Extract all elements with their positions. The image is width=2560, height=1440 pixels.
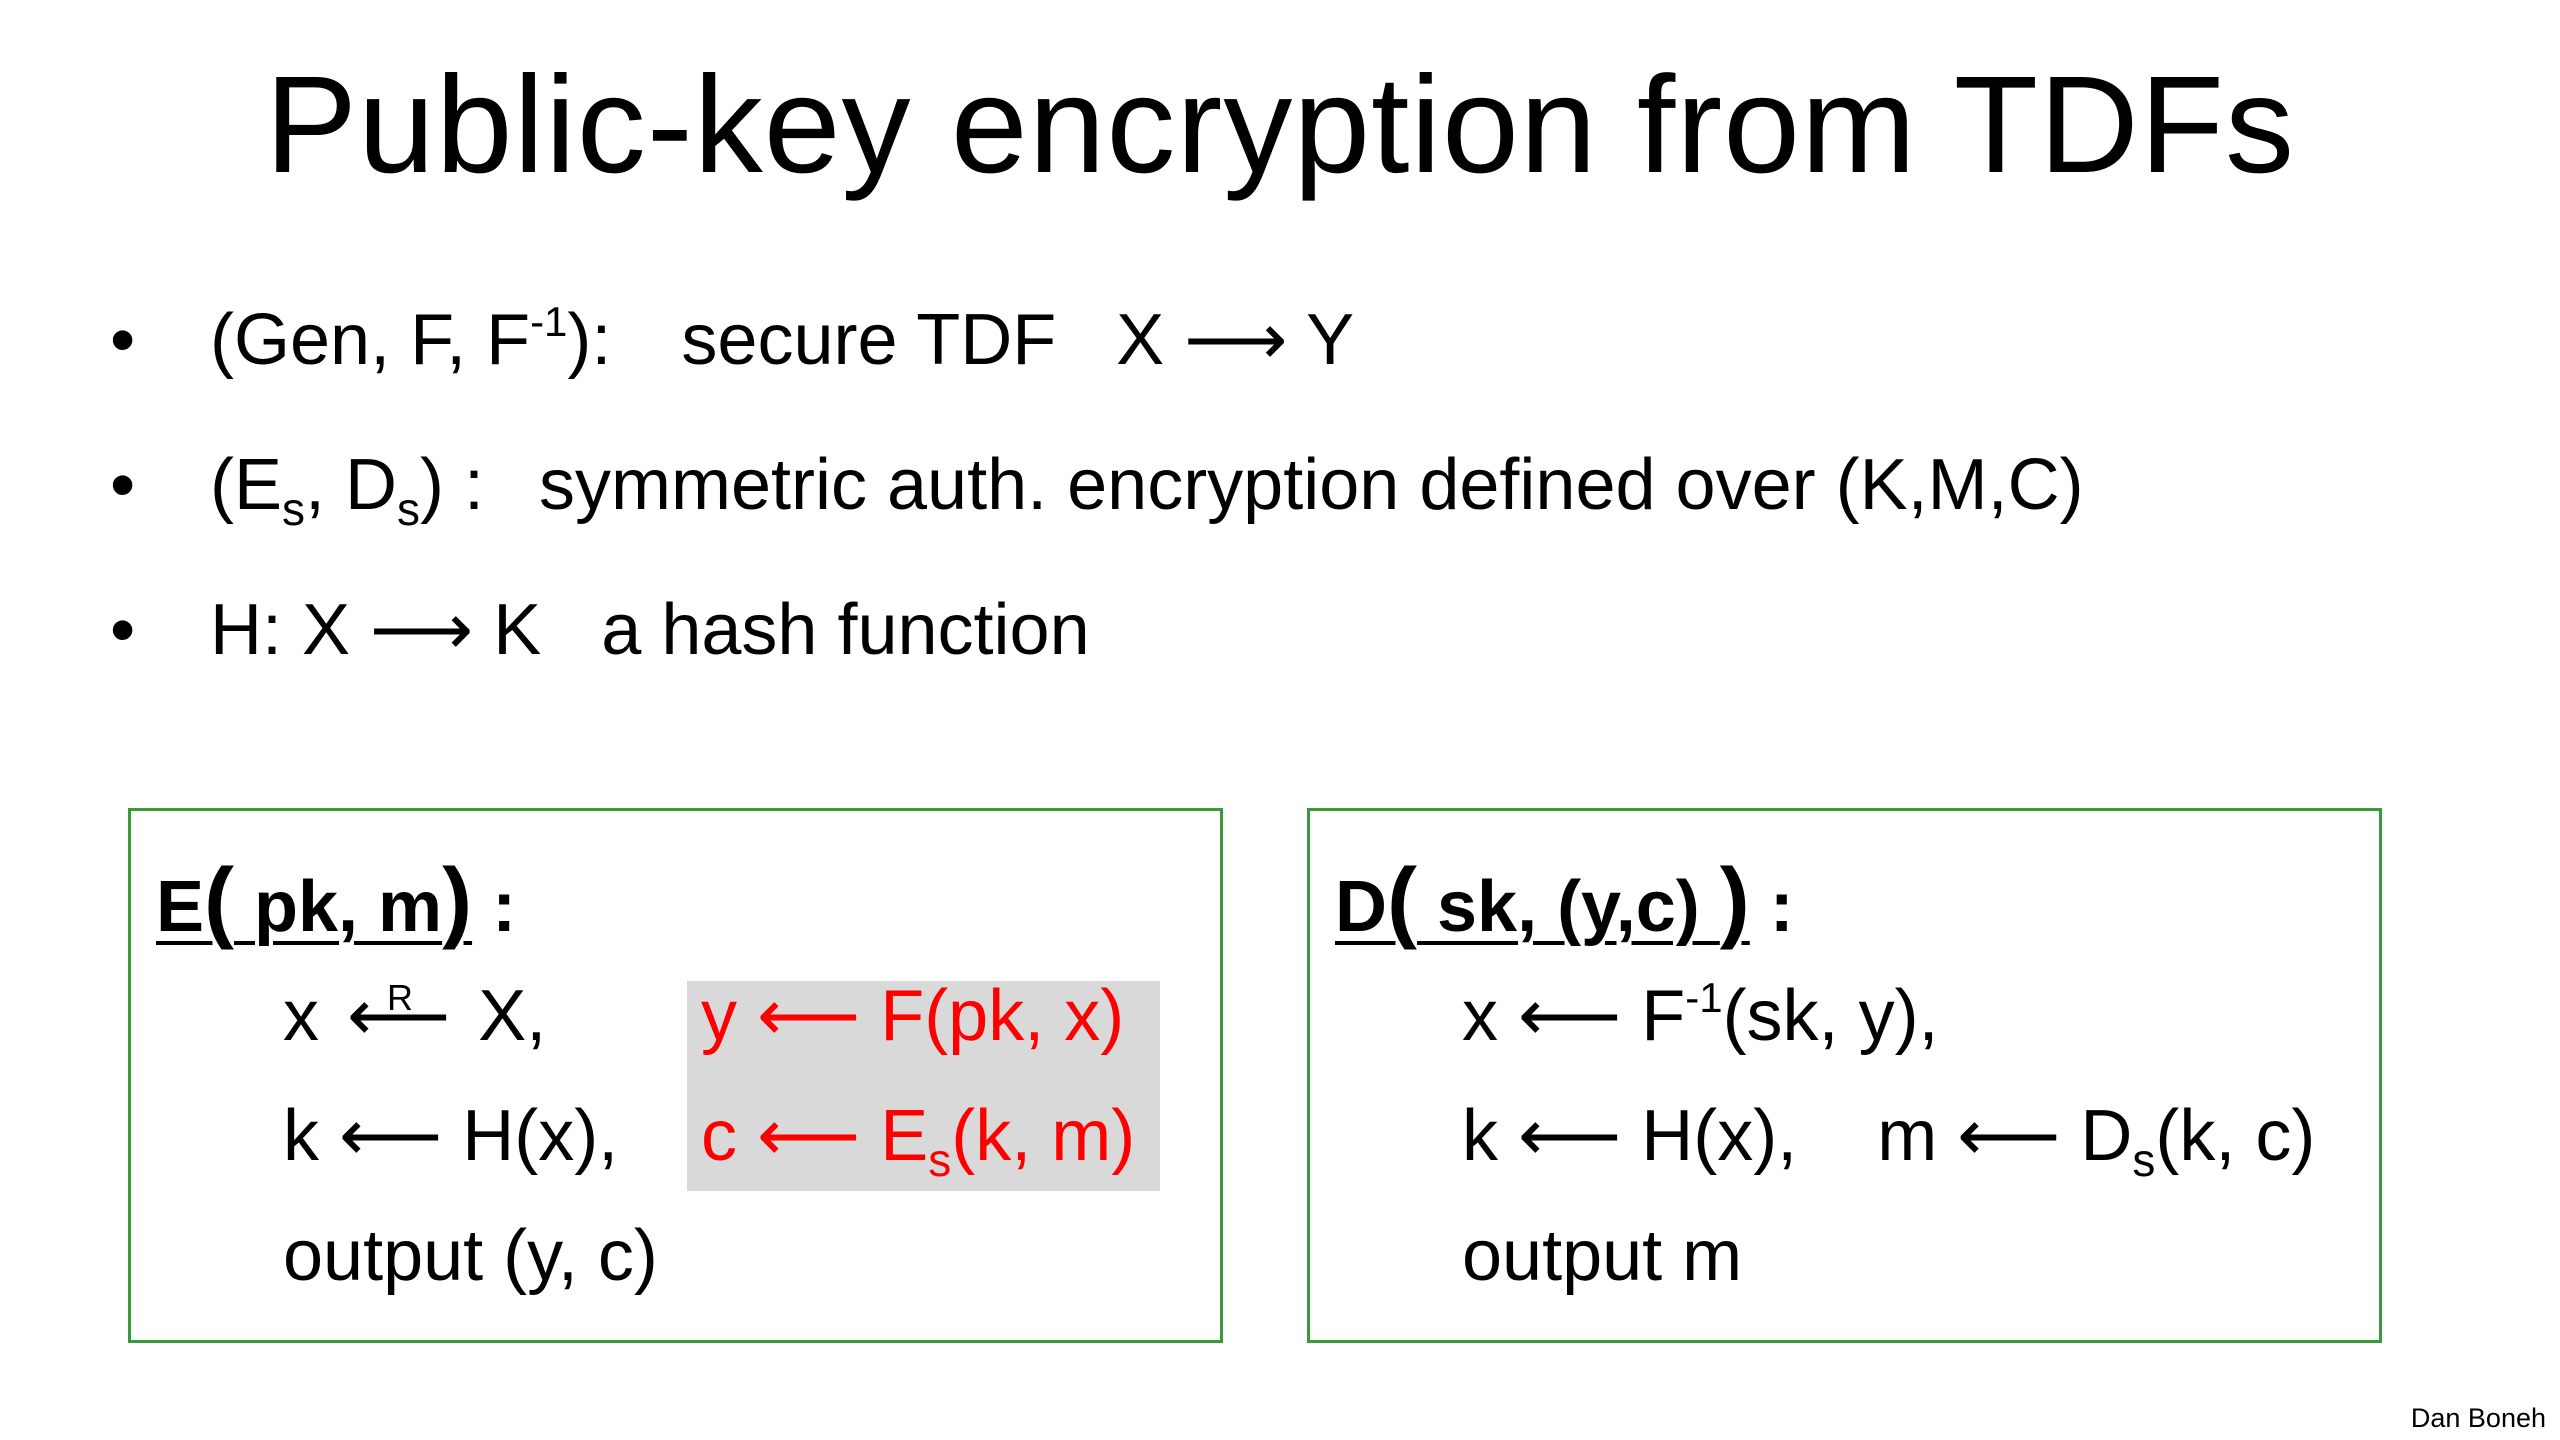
encrypt-line-sample: x ⟵R X, <box>283 966 546 1066</box>
bullet-tdf: • (Gen, F, F-1): secure TDF X ⟶ Y <box>110 290 1354 390</box>
encrypt-line-output: output (y, c) <box>283 1216 658 1296</box>
decrypt-title-paren: ( <box>1387 851 1417 951</box>
decrypt-title-name: D <box>1335 867 1387 947</box>
slide-title: Public-key encryption from TDFs <box>264 48 2296 202</box>
encrypt-sample-set: X, <box>458 976 547 1056</box>
bullet-hash-desc: a hash function <box>601 590 1090 670</box>
decrypt-box: D( sk, (y,c) ) : x ⟵ F-1(sk, y), k ⟵ H(x… <box>1307 808 2382 1343</box>
bullet-symmetric: •(Es, Ds) :symmetric auth. encryption de… <box>110 435 2084 535</box>
bullet-tdf-formula: X ⟶ Y <box>1116 300 1355 380</box>
decrypt-symdec-args: (k, c) <box>2155 1096 2316 1176</box>
decrypt-title-colon: : <box>1749 867 1794 947</box>
symenc-lead: c ⟵ E <box>701 1096 929 1176</box>
encrypt-line-hash: k ⟵ H(x), <box>283 1096 619 1176</box>
random-label: R <box>387 977 414 1018</box>
bullet-sym-part: ) : <box>420 445 484 525</box>
bullet-marker: • <box>110 300 136 380</box>
encrypt-sample-var: x <box>283 976 340 1056</box>
author-credit: Dan Boneh <box>2410 1403 2546 1433</box>
decrypt-title-args: sk, (y,c) <box>1416 867 1720 947</box>
decrypt-line-output: output m <box>1462 1216 1743 1296</box>
invert-args: (sk, y), <box>1722 976 1939 1056</box>
bullet-tdf-lead: (Gen, F, F <box>210 300 531 380</box>
invert-lead: x ⟵ F <box>1462 976 1686 1056</box>
decrypt-line-invert: x ⟵ F-1(sk, y), <box>1462 966 1939 1066</box>
random-sample-arrow: ⟵R <box>347 966 450 1066</box>
bullet-hash-formula: H: X ⟶ K <box>210 590 542 670</box>
decrypt-title-paren: ) <box>1719 851 1750 951</box>
bullet-sym-part: (E <box>210 445 282 525</box>
encrypt-title-paren: ( <box>204 851 235 951</box>
decrypt-hash: k ⟵ H(x), <box>1462 1096 1798 1176</box>
decrypt-symdec-sub: s <box>2132 1134 2156 1186</box>
encrypt-line-symenc: c ⟵ Es(k, m) <box>701 1086 1135 1186</box>
encrypt-title-name: E <box>156 867 205 947</box>
symenc-args: (k, m) <box>951 1096 1136 1176</box>
decrypt-line-hash: k ⟵ H(x), m ⟵ Ds(k, c) <box>1462 1086 2315 1186</box>
bullet-sym-desc: symmetric auth. encryption defined over … <box>539 445 2084 525</box>
encrypt-box: E( pk, m) : x ⟵R X, k ⟵ H(x), output (y,… <box>128 808 1223 1343</box>
bullet-marker: • <box>110 590 136 670</box>
bullet-sym-part: , D <box>305 445 398 525</box>
bullet-tdf-desc: secure TDF <box>681 300 1057 380</box>
invert-sup: -1 <box>1685 974 1723 1021</box>
decrypt-box-title: D( sk, (y,c) ) : <box>1335 851 1794 957</box>
bullet-tdf-tail: ): <box>567 300 612 380</box>
bullet-marker: • <box>110 445 136 525</box>
bullet-hash: • H: X ⟶ K a hash function <box>110 580 1090 680</box>
decrypt-symdec-lead: m ⟵ D <box>1877 1096 2133 1176</box>
highlight-panel <box>687 981 1160 1191</box>
encrypt-box-title: E( pk, m) : <box>156 851 516 957</box>
encrypt-line-tdf: y ⟵ F(pk, x) <box>701 976 1125 1056</box>
left-arrow-icon: ⟵ <box>347 976 451 1056</box>
encrypt-title-args: pk, m <box>234 867 443 947</box>
symenc-sub: s <box>928 1134 952 1186</box>
encrypt-title-colon: : <box>472 867 517 947</box>
bullet-sym-sub: s <box>397 483 421 535</box>
bullet-sym-sub: s <box>282 483 305 535</box>
bullet-tdf-sup: -1 <box>530 298 568 345</box>
encrypt-title-paren: ) <box>442 851 473 951</box>
